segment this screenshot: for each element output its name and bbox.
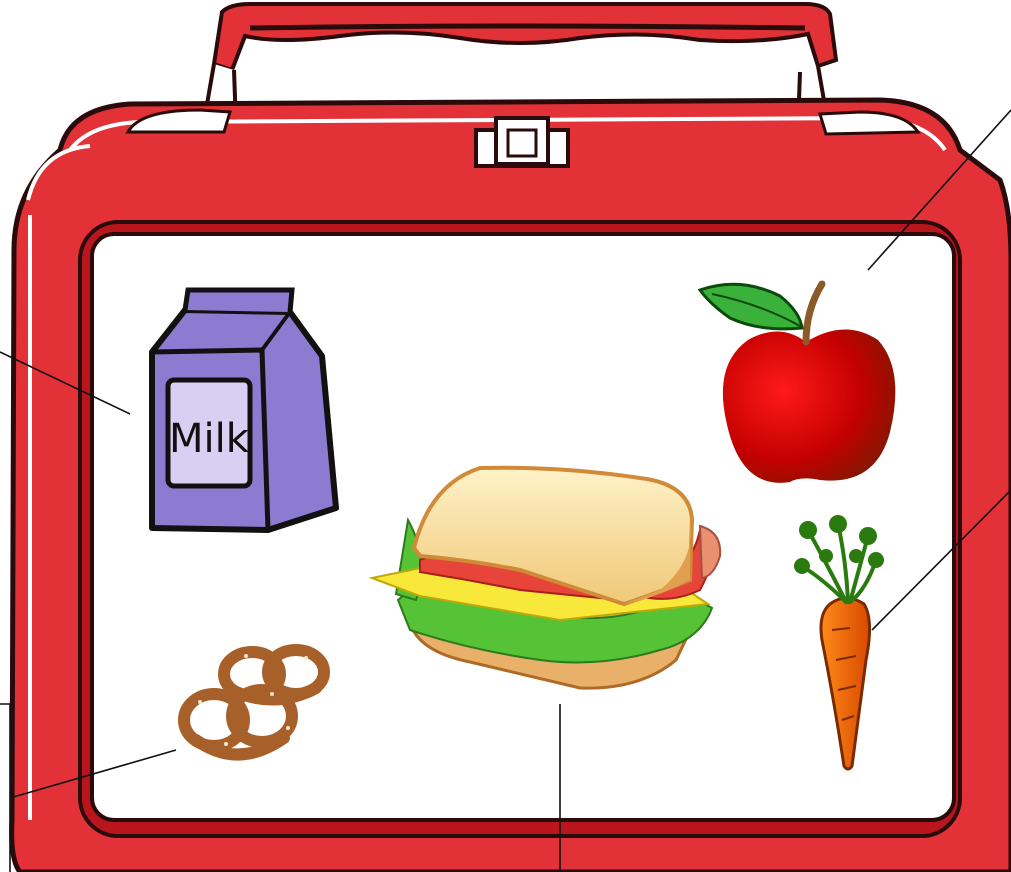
milk-label: Milk	[169, 416, 250, 462]
pretzel-label-bracket	[0, 704, 10, 872]
